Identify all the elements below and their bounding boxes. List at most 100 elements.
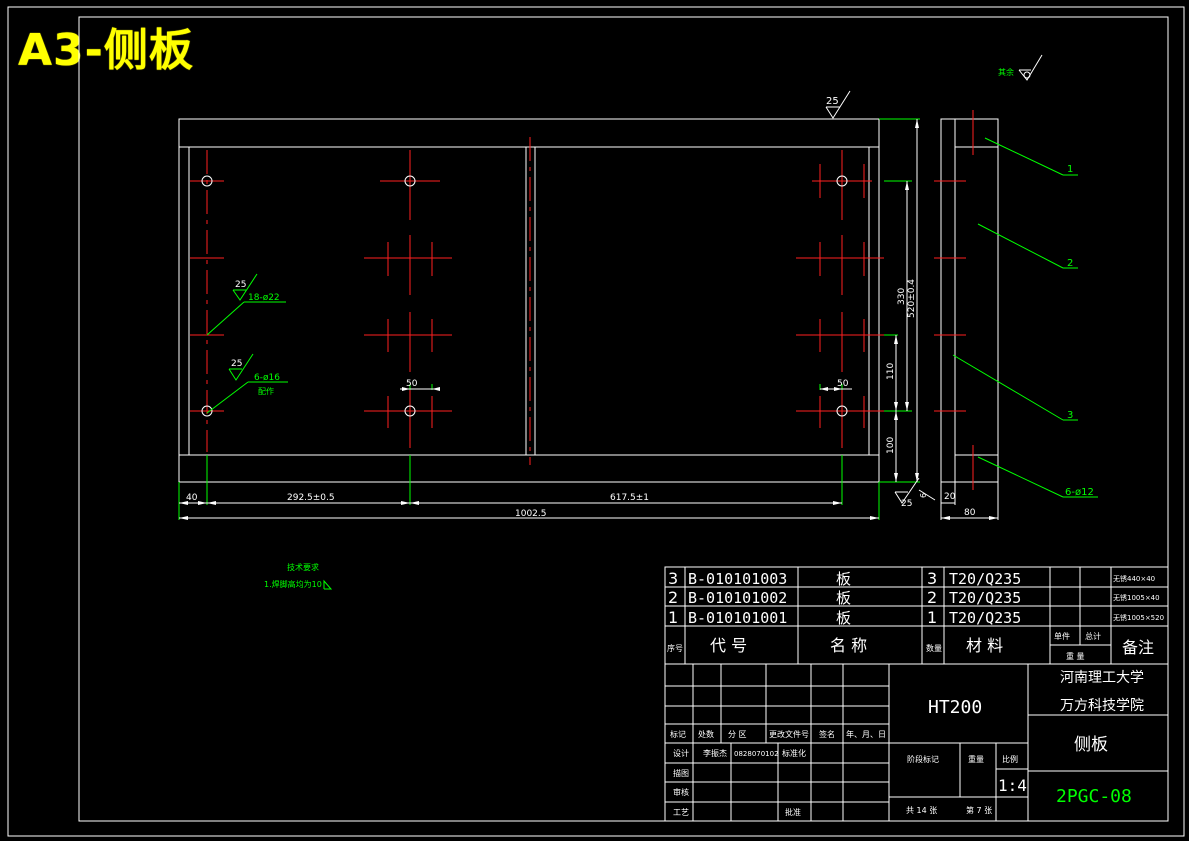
bom-r2-material: T20/Q235 — [949, 589, 1021, 607]
bom-r1-qty: 1 — [927, 608, 937, 627]
side-view-dims — [941, 502, 998, 519]
bom-header: 序号 代 号 名 称 数量 材 料 单件 总计 重 量 备注 — [667, 631, 1154, 661]
corner-finish-label: 其余 — [998, 67, 1014, 77]
dim-292: 292.5±0.5 — [287, 493, 335, 503]
bom-r3-no: 3 — [668, 569, 678, 588]
tb-scale-label: 比例 — [1002, 754, 1018, 764]
tb-rev-sign: 签名 — [819, 729, 835, 739]
part-leaders — [952, 137, 1098, 498]
part-label-1: 1 — [1067, 164, 1073, 175]
tb-school-2: 万方科技学院 — [1060, 698, 1144, 714]
tb-draw-label: 描图 — [673, 768, 689, 778]
bom-r2-name: 板 — [836, 589, 851, 607]
sheet-border — [7, 6, 1185, 837]
tb-stage-label: 阶段标记 — [907, 754, 939, 764]
callout-finish-b: 25 — [231, 359, 242, 369]
bom-r3-note: 无锈440×40 — [1113, 574, 1155, 583]
tb-school-1: 河南理工大学 — [1060, 670, 1144, 686]
part-label-3: 3 — [1067, 410, 1073, 421]
tech-req-item1: 1.焊脚高均为10 — [264, 579, 322, 589]
tb-rev-count: 处数 — [698, 729, 714, 739]
dim-6a: 6 — [919, 493, 928, 498]
tb-scale: 1:4 — [998, 776, 1027, 795]
bom-h-name: 名 称 — [830, 636, 867, 655]
dim-20: 20 — [944, 492, 956, 502]
dim-1002: 1002.5 — [515, 509, 547, 519]
tb-drawing-no: 2PGC-08 — [1056, 786, 1132, 807]
dim-617: 617.5±1 — [610, 493, 649, 503]
bom-h-no: 序号 — [667, 643, 683, 653]
tb-std-label: 标准化 — [782, 748, 806, 758]
tb-designer-label: 设计 — [673, 748, 689, 758]
tb-rev-zone: 分 区 — [728, 730, 747, 739]
bom-h-unit-weight: 单件 — [1054, 631, 1070, 641]
title-block-text: HT200 河南理工大学 万方科技学院 侧板 2PGC-08 比例 1:4 阶段… — [670, 670, 1144, 817]
surface-finish-top — [825, 90, 851, 119]
callout-finish-a: 25 — [235, 280, 246, 290]
tb-proc-label: 工艺 — [673, 808, 689, 817]
dim-50a: 50 — [406, 379, 418, 389]
center-lines — [190, 137, 884, 465]
bom-r2-no: 2 — [668, 588, 678, 607]
tb-rev-mark: 标记 — [670, 729, 686, 739]
bom-rows: 3 B-010101003 板 3 T20/Q235 无锈440×40 2 B-… — [668, 569, 1164, 627]
bom-r1-code: B-010101001 — [688, 609, 787, 627]
bom-h-material: 材 料 — [966, 636, 1003, 655]
tech-req-title: 技术要求 — [287, 562, 319, 572]
bom-r2-code: B-010101002 — [688, 589, 787, 607]
weld-triangle-icon — [323, 579, 333, 590]
callout-holes-small-note: 配作 — [258, 386, 274, 396]
title-block — [664, 663, 1169, 822]
dim-110: 110 — [886, 363, 896, 380]
bom-table — [664, 566, 1169, 665]
corner-finish-symbol — [1018, 54, 1043, 81]
tb-material: HT200 — [928, 697, 982, 718]
bom-r2-qty: 2 — [927, 588, 937, 607]
bom-r2-note: 无锈1005×40 — [1113, 593, 1160, 602]
part-label-holes: 6-ø12 — [1065, 487, 1094, 498]
tb-weight-label: 重量 — [968, 754, 984, 764]
bom-r1-note: 无锈1005×520 — [1113, 613, 1164, 622]
bom-r3-qty: 3 — [927, 569, 937, 588]
sheet-title: A3-侧板 — [18, 25, 194, 76]
bom-r3-name: 板 — [836, 570, 851, 588]
bom-h-code: 代 号 — [710, 636, 747, 655]
tb-designer: 李振杰 — [703, 748, 727, 758]
side-view — [940, 118, 999, 520]
callout-leaders — [206, 273, 288, 414]
tb-rev-doc: 更改文件号 — [769, 729, 809, 739]
front-view — [178, 118, 880, 483]
callout-holes-small: 6-ø16 — [254, 373, 280, 383]
bom-r1-name: 板 — [836, 609, 851, 627]
callout-holes-large: 18-ø22 — [248, 293, 280, 303]
bom-h-total-weight: 总计 — [1085, 631, 1101, 641]
dim-50b: 50 — [837, 379, 849, 389]
dim-100: 100 — [886, 437, 896, 454]
dim-80: 80 — [964, 508, 976, 518]
dim-330: 330 — [897, 288, 907, 305]
tb-approve-label: 批准 — [785, 807, 801, 817]
bom-r1-material: T20/Q235 — [949, 609, 1021, 627]
tb-designer-id: 0828070102 — [734, 750, 779, 758]
surface-finish-bottom — [894, 477, 936, 504]
bom-r3-code: B-010101003 — [688, 570, 787, 588]
bom-h-note: 备注 — [1122, 638, 1154, 657]
bom-r1-no: 1 — [668, 608, 678, 627]
surface-finish-top-value: 25 — [826, 96, 839, 107]
holes — [201, 175, 848, 417]
tb-check-label: 审核 — [673, 787, 689, 797]
dim-40: 40 — [186, 493, 198, 503]
dim-25b: 25 — [901, 499, 912, 509]
bom-h-weight: 重 量 — [1066, 651, 1085, 661]
dimension-arrows — [179, 119, 919, 520]
tb-sheet-no: 第 7 张 — [966, 805, 992, 815]
tb-sheets-total: 共 14 张 — [906, 806, 937, 815]
tb-rev-date: 年、月、日 — [846, 729, 886, 739]
tb-part-name: 侧板 — [1074, 735, 1108, 755]
bom-r3-material: T20/Q235 — [949, 570, 1021, 588]
bom-h-qty: 数量 — [926, 643, 942, 653]
dimension-measure-lines — [179, 119, 918, 519]
dimension-lines — [178, 118, 920, 520]
dim-520: 520±0.4 — [907, 279, 917, 318]
